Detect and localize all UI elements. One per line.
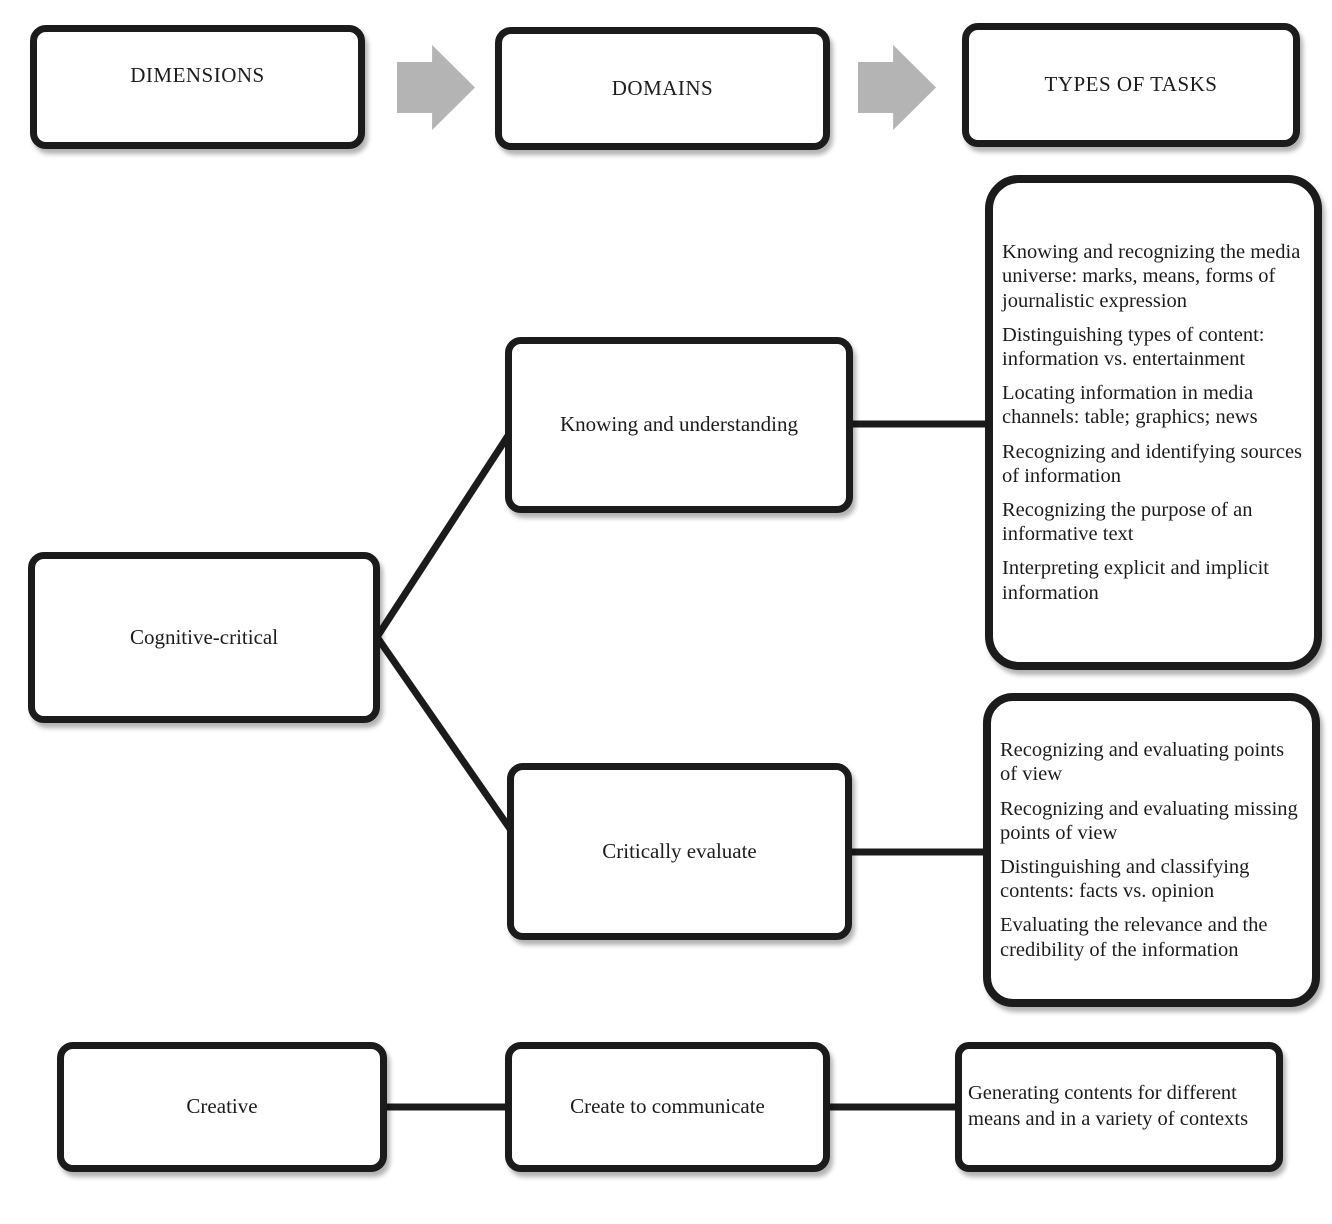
- header-label-types-of-tasks: TYPES OF TASKS: [1044, 72, 1218, 97]
- node-cognitive-critical: Cognitive-critical: [28, 552, 380, 723]
- node-label: Create to communicate: [570, 1094, 765, 1119]
- node-label: Critically evaluate: [602, 838, 757, 863]
- task-item: Interpreting explicit and implicit infor…: [1002, 557, 1269, 604]
- node-creative: Creative: [57, 1042, 387, 1172]
- task-item: Recognizing and identifying sources of i…: [1002, 440, 1303, 487]
- task-box-generating: Generating contents for different means …: [955, 1042, 1283, 1172]
- task-item: Distinguishing types of content: informa…: [1002, 323, 1265, 371]
- task-item: Recognizing the purpose of an informativ…: [1002, 498, 1253, 546]
- task-item: Knowing and recognizing the media univer…: [1002, 241, 1301, 312]
- task-item: Evaluating the relevance and the credibi…: [1000, 914, 1268, 961]
- node-knowing-understanding: Knowing and understanding: [505, 337, 853, 513]
- header-box-domains: DOMAINS: [495, 27, 830, 150]
- node-critically-evaluate: Critically evaluate: [507, 763, 852, 940]
- connector-cognitive-knowing: [374, 426, 516, 639]
- node-label: Knowing and understanding: [560, 412, 798, 437]
- header-label-dimensions: DIMENSIONS: [130, 63, 265, 87]
- task-item: Distinguishing and classifying contents:…: [1000, 856, 1250, 903]
- node-label: Creative: [186, 1094, 258, 1119]
- header-box-dimensions: DIMENSIONS: [30, 25, 365, 149]
- connector-cognitive-critically: [374, 635, 518, 838]
- task-list-critically: Recognizing and evaluating points of vie…: [983, 693, 1320, 1007]
- task-item: Recognizing and evaluating points of vie…: [1000, 739, 1285, 786]
- node-create-communicate: Create to communicate: [505, 1042, 830, 1172]
- task-item: Recognizing and evaluating missing point…: [1000, 797, 1298, 844]
- task-item: Locating information in media channels: …: [1002, 382, 1258, 429]
- task-list-knowing: Knowing and recognizing the media univer…: [985, 175, 1322, 670]
- task-item: Generating contents for different means …: [968, 1082, 1249, 1130]
- node-label: Cognitive-critical: [129, 624, 279, 649]
- header-box-types-of-tasks: TYPES OF TASKS: [962, 23, 1300, 147]
- header-label-domains: DOMAINS: [611, 75, 714, 100]
